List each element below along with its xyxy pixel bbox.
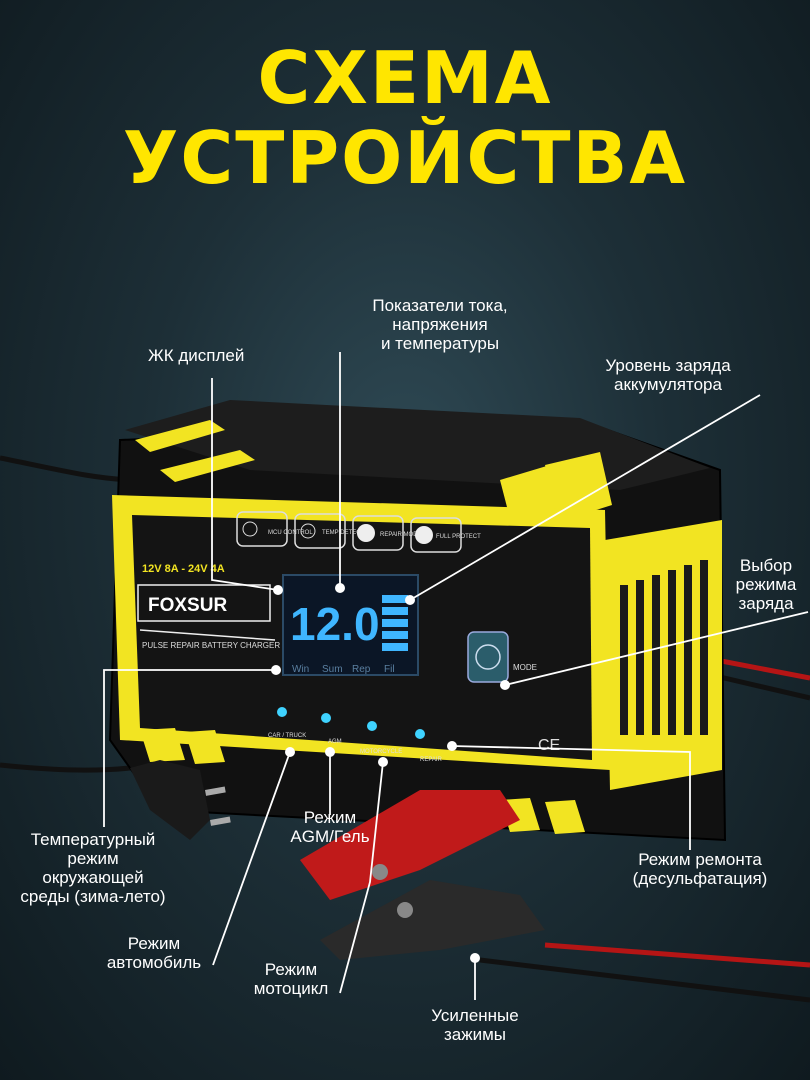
device-rating: 12V 8A - 24V 4A [142, 563, 225, 575]
label-clamps: Усиленные зажимы [431, 1006, 519, 1044]
indicator-repair: REPAIR [420, 757, 443, 763]
svg-text:12.0: 12.0 [290, 598, 380, 650]
lcd-rep: Rep [352, 664, 371, 675]
mode-button-label: MODE [513, 663, 537, 672]
icon-temp-label: TEMP DETECTION [322, 530, 375, 536]
lcd-sum: Sum [322, 664, 343, 675]
icon-repair-label: REPAIR MODE [380, 532, 422, 538]
label-moto-mode: Режим мотоцикл [253, 960, 329, 998]
title-line-2: УСТРОЙСТВА [122, 116, 688, 200]
title-line-1: СХЕМА [257, 36, 553, 120]
label-car-mode: Режим автомобиль [106, 934, 202, 972]
indicator-moto: MOTORCYCLE [360, 749, 402, 755]
indicator-agm: AGM [328, 739, 342, 745]
icon-protect-label: FULL PROTECT [436, 534, 481, 540]
label-lcd: ЖК дисплей [148, 346, 245, 365]
icon-mcu-label: MCU CONTROL [268, 530, 313, 536]
lcd-win: Win [292, 664, 309, 675]
label-temp-mode: Температурный режим окружающей среды (зи… [20, 830, 166, 906]
indicator-car: CAR / TRUCK [268, 733, 306, 739]
lcd-fil: Fil [384, 664, 395, 675]
label-mode-select: Выбор режима заряда [735, 556, 797, 613]
ce-mark: CE [538, 737, 560, 754]
label-indicators: Показатели тока, напряжения и температур… [372, 296, 508, 353]
label-agm-mode: Режим AGM/Гель [290, 808, 370, 846]
device-subtitle: PULSE REPAIR BATTERY CHARGER [142, 641, 280, 650]
label-battery-level: Уровень заряда аккумулятора [605, 356, 731, 394]
label-repair-mode: Режим ремонта (десульфатация) [632, 850, 768, 888]
device-brand: FOXSUR [148, 595, 227, 616]
